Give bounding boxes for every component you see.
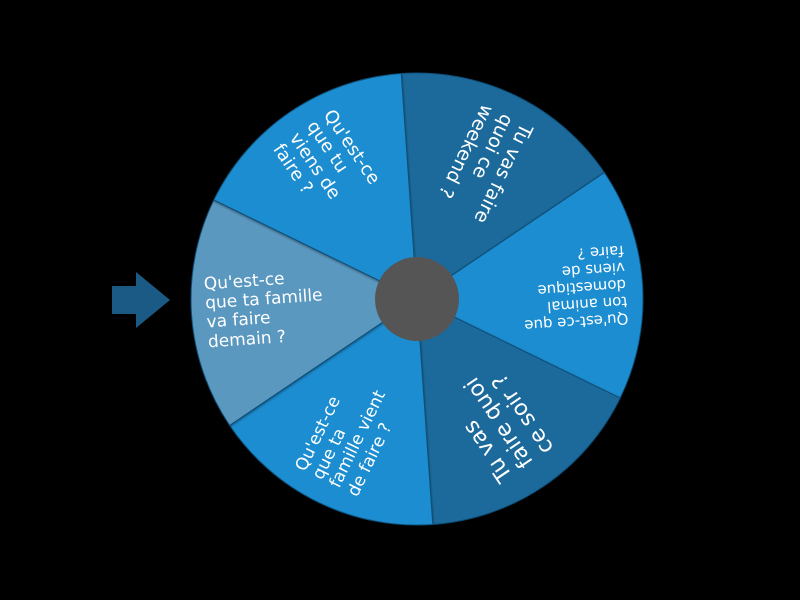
wheel-segment[interactable] bbox=[228, 298, 434, 526]
wheel-segment[interactable] bbox=[400, 72, 606, 300]
wheel-segment-label: Qu'est-ce que ta famille va faire demain… bbox=[202, 268, 323, 352]
arrow-right-icon bbox=[112, 272, 170, 328]
wheel-hub[interactable] bbox=[375, 257, 459, 341]
wheel-segment[interactable] bbox=[416, 298, 621, 525]
wheel-segment-label: Qu'est-ce que ton animal domestique vien… bbox=[524, 242, 630, 336]
wheel-segment[interactable] bbox=[416, 171, 644, 399]
wheel-segment[interactable] bbox=[213, 73, 418, 300]
wheel-segment[interactable] bbox=[190, 199, 418, 427]
